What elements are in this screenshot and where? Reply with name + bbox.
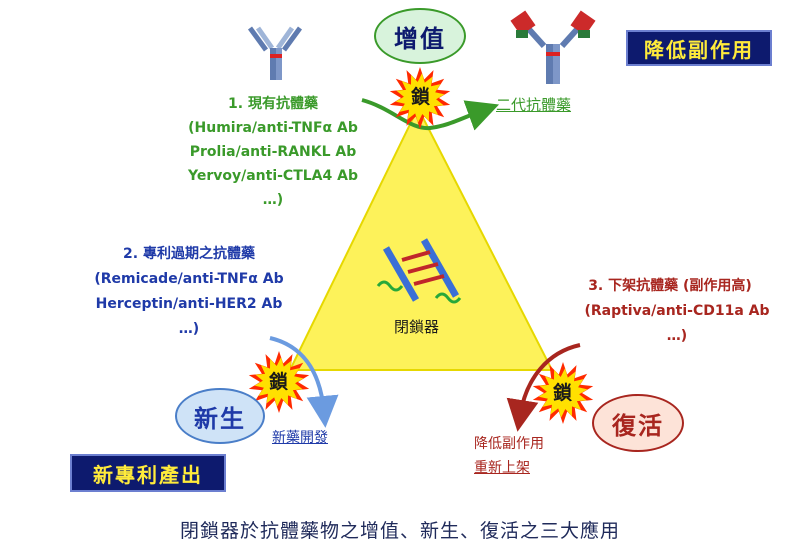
- withdrawn-drugs-line: …): [666, 328, 688, 344]
- arrow-to-new-drug: [269, 336, 339, 428]
- new-drug-dev-label: 新藥開發: [272, 430, 328, 446]
- existing-drugs-line: Yervoy/anti-CTLA4 Ab: [187, 168, 358, 184]
- lock-char-top: 鎖: [411, 86, 431, 108]
- second-gen-label: 二代抗體藥: [496, 96, 572, 114]
- relist-label-line1: 降低副作用: [474, 436, 544, 452]
- antibody-icon: [247, 26, 303, 80]
- arrow-to-second-gen: [361, 98, 500, 131]
- closer-device-icon: [376, 238, 462, 304]
- existing-drugs-line: …): [262, 192, 284, 208]
- closer-label: 閉鎖器: [394, 318, 440, 336]
- withdrawn-drugs-line: (Raptiva/anti-CD11a Ab: [584, 303, 770, 319]
- new-patent-box: 新專利產出: [70, 454, 226, 492]
- existing-drugs-line: (Humira/anti-TNFα Ab: [188, 120, 358, 136]
- value-add-oval: 增值: [374, 8, 466, 64]
- expired-drugs-line: Herceptin/anti-HER2 Ab: [95, 296, 283, 312]
- revival-oval: 復活: [592, 394, 684, 452]
- rebirth-oval: 新生: [175, 388, 265, 444]
- expired-drugs-line: (Remicade/anti-TNFα Ab: [94, 271, 284, 287]
- lock-burst-right: [532, 362, 594, 424]
- arrow-to-relist: [506, 343, 581, 432]
- reduce-side-effects-box: 降低副作用: [626, 30, 772, 66]
- lock-burst-left: [248, 351, 310, 413]
- second-gen-antibody-icon: [510, 10, 596, 84]
- existing-drugs-title: 1. 現有抗體藥: [228, 96, 318, 112]
- lock-char-right: 鎖: [553, 382, 573, 404]
- existing-drugs-line: Prolia/anti-RANKL Ab: [189, 144, 357, 160]
- expired-drugs-line: …): [178, 321, 200, 337]
- relist-label-line2: 重新上架: [474, 460, 530, 476]
- expired-drugs-title: 2. 專利過期之抗體藥: [123, 246, 255, 262]
- withdrawn-drugs-title: 3. 下架抗體藥 (副作用高): [588, 278, 752, 294]
- lock-burst-top: [389, 67, 451, 129]
- central-triangle: [288, 105, 554, 371]
- lock-char-left: 鎖: [269, 371, 289, 393]
- figure-caption: 閉鎖器於抗體藥物之增值、新生、復活之三大應用: [179, 520, 620, 542]
